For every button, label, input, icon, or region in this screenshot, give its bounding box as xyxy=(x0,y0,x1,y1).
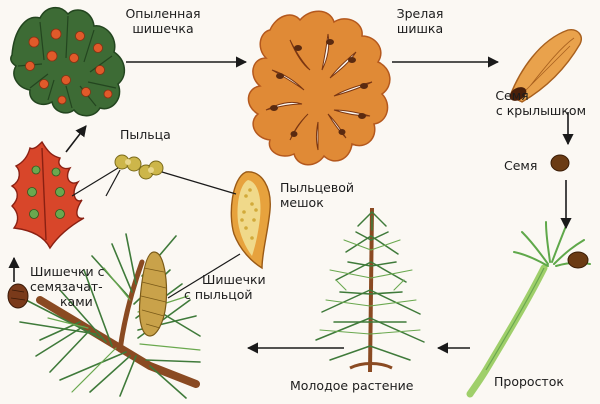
winged-seed-illustration xyxy=(509,29,582,103)
label-winged-seed: Семя с крылышком xyxy=(466,88,586,118)
label-seedling: Проросток xyxy=(494,374,564,389)
seed-cone-small xyxy=(7,283,29,309)
pine-branch-illustration xyxy=(7,233,201,399)
label-pollinated-cone-line1: Опыленная xyxy=(125,6,201,21)
label-seed-cones-line2: семязачат- xyxy=(30,279,103,294)
pollen-sac-illustration xyxy=(230,171,271,270)
mature-cone-illustration xyxy=(247,10,391,166)
label-seed-cones-line3: ками xyxy=(60,294,93,309)
seed-body-on-wing xyxy=(509,87,527,101)
label-pollen-cones-line2: с пыльцой xyxy=(184,287,253,302)
pollinated-cone-scale xyxy=(10,6,126,117)
pollen-to-seed-cone-line xyxy=(71,167,119,197)
mature-cone-body xyxy=(247,10,391,166)
label-pollen: Пыльца xyxy=(120,127,171,142)
sac-to-pollen-cone-line xyxy=(167,253,241,299)
label-winged-seed-line2: с крылышком xyxy=(495,103,586,118)
label-pollen-cones: Шишечки с пыльцой xyxy=(184,272,266,302)
label-pollinated-cone-line2: шишечка xyxy=(132,21,194,36)
pollen-cone xyxy=(138,251,168,337)
pollinated-cone-illustration xyxy=(10,6,126,117)
pollen-grains-illustration xyxy=(114,154,164,180)
label-pollinated-cone: Опыленная шишечка xyxy=(114,6,212,36)
seedling-seed-coat xyxy=(567,251,589,269)
label-young-plant: Молодое растение xyxy=(290,378,414,393)
label-pollen-sac: Пыльцевой мешок xyxy=(280,180,354,210)
label-pollen-sac-line1: Пыльцевой xyxy=(280,180,354,195)
arrow-seed-cone-to-pollinated xyxy=(65,125,87,153)
label-seed: Семя xyxy=(504,158,538,173)
label-winged-seed-line1: Семя xyxy=(495,88,529,103)
pollen-grain-stalk xyxy=(105,169,121,197)
seed-illustration xyxy=(550,154,570,172)
label-seed-cones-line1: Шишечки с xyxy=(30,264,105,279)
seed-wing xyxy=(509,29,582,103)
label-pollen-cones-line1: Шишечки xyxy=(202,272,266,287)
label-seed-cones: Шишечки с семязачат- ками xyxy=(30,264,105,309)
seed-cone-scale-illustration xyxy=(10,140,85,250)
label-mature-cone-line1: Зрелая xyxy=(396,6,444,21)
young-plant-illustration xyxy=(315,207,425,373)
seed-cone-scale xyxy=(10,140,85,250)
cycle-arrows xyxy=(8,56,574,354)
label-mature-cone: Зрелая шишка xyxy=(384,6,456,36)
pollen-to-sac-line xyxy=(161,171,237,195)
label-mature-cone-line2: шишка xyxy=(396,21,444,36)
seedling-illustration xyxy=(466,221,591,398)
connector-lines xyxy=(71,167,241,299)
label-pollen-sac-line2: мешок xyxy=(280,195,324,210)
